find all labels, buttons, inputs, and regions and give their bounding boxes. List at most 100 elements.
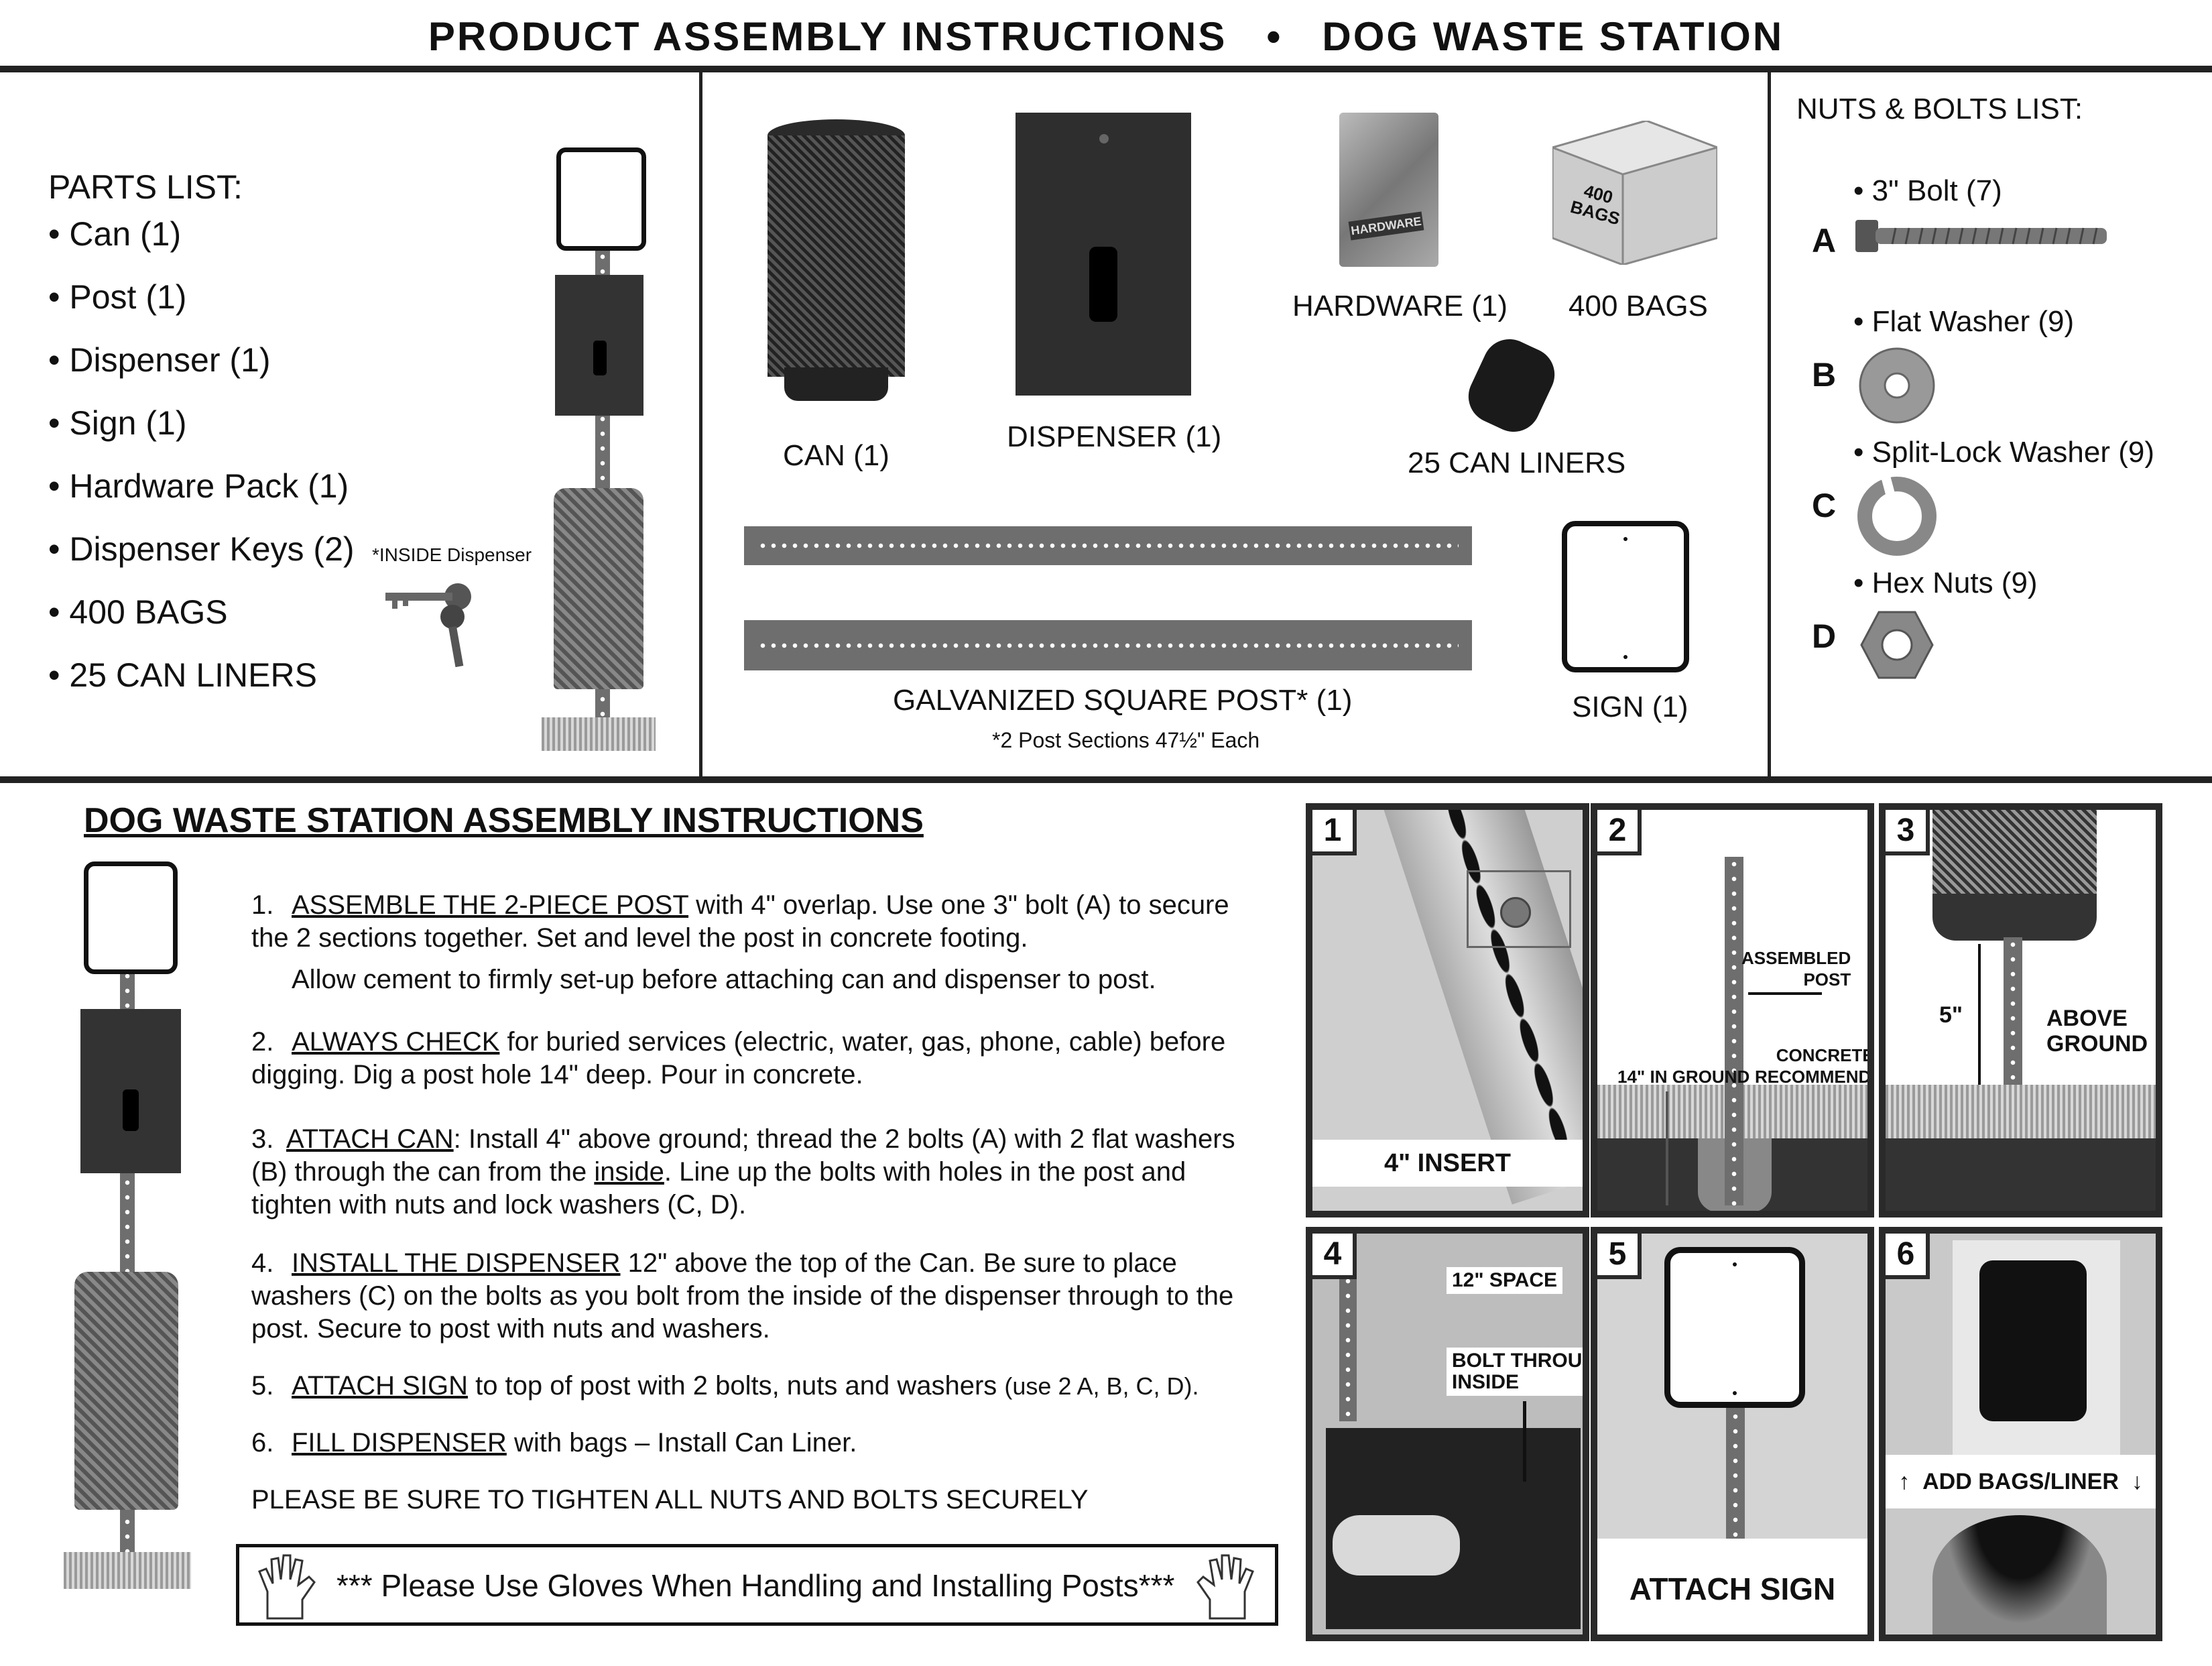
panel-number: 5 — [1597, 1234, 1642, 1279]
hex-nut-icon — [1860, 611, 1934, 679]
step-4: 4. INSTALL THE DISPENSER 12" above the to… — [251, 1247, 1257, 1346]
liners-label: 25 CAN LINERS — [1408, 447, 1626, 479]
bolt-detail-box — [1467, 870, 1571, 948]
step-number: 5. — [251, 1371, 274, 1401]
sign-image — [1562, 521, 1689, 672]
page-title: PRODUCT ASSEMBLY INSTRUCTIONS • DOG WAST… — [428, 14, 1784, 59]
arrow-down-icon — [1666, 1091, 1668, 1205]
step-text: with 4" overlap. Use one 3" bolt (A) to … — [251, 890, 1229, 953]
step-link: ATTACH CAN — [286, 1124, 454, 1154]
assembly-heading: DOG WASTE STATION ASSEMBLY INSTRUCTIONS — [84, 801, 924, 840]
step-panel-4: 4 12" SPACE BOLT THROUGH INSIDE — [1306, 1227, 1589, 1641]
step-2: 2.ALWAYS CHECK for buried services (elec… — [251, 1026, 1257, 1091]
parts-item: • Dispenser (1) — [48, 341, 271, 379]
divider-right — [1768, 72, 1771, 780]
arrow-up-icon: ↑ — [1898, 1469, 1923, 1494]
panel-banner: ATTACH SIGN — [1597, 1539, 1867, 1634]
bolt-through-label: BOLT THROUGH INSIDE — [1447, 1348, 1583, 1396]
sign-mini — [84, 861, 178, 974]
parts-item: • Sign (1) — [48, 404, 187, 442]
step-1: 1.ASSEMBLE THE 2-PIECE POST with 4" over… — [251, 889, 1257, 955]
gloves-warning-box: *** Please Use Gloves When Handling and … — [236, 1544, 1278, 1626]
nut-d-label: • Hex Nuts (9) — [1853, 567, 2038, 599]
step-3: 3.ATTACH CAN: Install 4" above ground; t… — [251, 1123, 1264, 1222]
glove-icon — [1196, 1554, 1254, 1620]
step-panel-5: 5 ATTACH SIGN — [1591, 1227, 1874, 1641]
can-label: CAN (1) — [783, 439, 889, 472]
station-illustration-large — [64, 861, 191, 1599]
ground-soil — [1886, 1138, 2156, 1211]
can-mini — [74, 1272, 178, 1510]
step-6: 6.FILL DISPENSER with bags – Install Can… — [251, 1427, 1257, 1460]
bolt-head-icon — [1500, 897, 1531, 928]
step-text: to top of post with 2 bolts, nuts and wa… — [467, 1371, 1005, 1401]
step-link: ALWAYS CHECK — [292, 1027, 500, 1057]
bolts-heading: NUTS & BOLTS LIST: — [1796, 93, 2083, 125]
parts-item: • 400 BAGS — [48, 593, 228, 631]
arrow-left-icon — [1748, 992, 1822, 995]
step-text: (use 2 A, B, C, D). — [1004, 1372, 1199, 1400]
bags-label: 400 BAGS — [1569, 290, 1708, 322]
keys-note: *INSIDE Dispenser — [372, 544, 532, 565]
can-base — [1932, 894, 2097, 941]
can-liner-image — [1932, 1515, 2107, 1634]
step-number: 4. — [251, 1248, 274, 1278]
dispenser-mini — [555, 275, 643, 416]
post-section-image — [744, 526, 1472, 565]
step-link: ATTACH SIGN — [292, 1371, 468, 1401]
dimension-label: 5" — [1939, 1002, 1963, 1028]
can-image — [767, 119, 905, 408]
step-link: INSTALL THE DISPENSER — [292, 1248, 621, 1278]
step-link: ASSEMBLE THE 2-PIECE POST — [292, 890, 689, 920]
step-1-note: Allow cement to firmly set-up before att… — [292, 965, 1156, 994]
dispenser-image — [1016, 113, 1191, 396]
nut-d-letter: D — [1812, 617, 1837, 655]
bolt-a-label: • 3" Bolt (7) — [1853, 174, 2002, 207]
panel-number: 1 — [1312, 810, 1357, 855]
step-link: inside — [594, 1157, 664, 1187]
arrow-down-icon: ↓ — [2118, 1469, 2143, 1494]
panel-banner-text: ADD BAGS/LINER — [1922, 1469, 2119, 1494]
step-text: with bags – Install Can Liner. — [506, 1428, 857, 1457]
step-panel-3: 3 5" ABOVE GROUND — [1879, 803, 2162, 1217]
sign-image — [1664, 1247, 1805, 1408]
dispenser-mini — [80, 1009, 181, 1173]
parts-list-heading: PARTS LIST: — [48, 168, 243, 206]
box-icon — [1549, 119, 1721, 266]
step-5: 5. ATTACH SIGN to top of post with 2 bolt… — [251, 1370, 1270, 1403]
final-note: PLEASE BE SURE TO TIGHTEN ALL NUTS AND B… — [251, 1485, 1089, 1514]
arrow-down-icon — [1523, 1401, 1526, 1482]
panel-number: 2 — [1597, 810, 1642, 855]
step-panel-6: 6 ↑ ADD BAGS/LINER ↓ — [1879, 1227, 2162, 1641]
glove-icon — [258, 1554, 316, 1620]
can-mini — [554, 488, 643, 689]
middle-rule — [0, 776, 2212, 783]
bags-box-image: 400 BAGS — [1549, 119, 1721, 266]
hardware-label: HARDWARE (1) — [1292, 290, 1508, 322]
post-section-image — [744, 620, 1472, 670]
post-label: GALVANIZED SQUARE POST* (1) — [893, 684, 1353, 717]
ground-depth-label: 14" IN GROUND — [1617, 1067, 1750, 1087]
keys-icon — [385, 583, 471, 668]
parts-item: • 25 CAN LINERS — [48, 656, 317, 694]
post-note: *2 Post Sections 47½" Each — [992, 728, 1260, 752]
dispenser-open — [1953, 1240, 2120, 1462]
step-panel-2: 2 ASSEMBLED POST 14" IN GROUND CONCRETE … — [1591, 803, 1874, 1217]
washer-b-letter: B — [1812, 356, 1837, 394]
split-lock-washer-icon — [1857, 476, 1937, 556]
header-rule — [0, 66, 2212, 72]
bag-roll-image — [1979, 1260, 2087, 1421]
space-label: 12" SPACE — [1447, 1267, 1563, 1294]
step-text: 12" above the top of the Can. Be sure to… — [251, 1248, 1234, 1344]
step-number: 2. — [251, 1027, 274, 1057]
panel-number: 3 — [1886, 810, 1930, 855]
parts-item: • Can (1) — [48, 215, 182, 253]
concrete-label: CONCRETE RECOMMENDED — [1755, 1045, 1874, 1087]
bolt-a-letter: A — [1812, 222, 1837, 259]
dispenser-label: DISPENSER (1) — [1007, 420, 1222, 453]
panel-number: 6 — [1886, 1234, 1930, 1279]
step-text: . Line up the bolts with holes in the po… — [251, 1157, 1186, 1219]
step-link: FILL DISPENSER — [292, 1428, 507, 1457]
step-text: : Install 4" above ground; thread the 2 … — [251, 1124, 1235, 1187]
gloves-warning-text: *** Please Use Gloves When Handling and … — [336, 1568, 1175, 1603]
